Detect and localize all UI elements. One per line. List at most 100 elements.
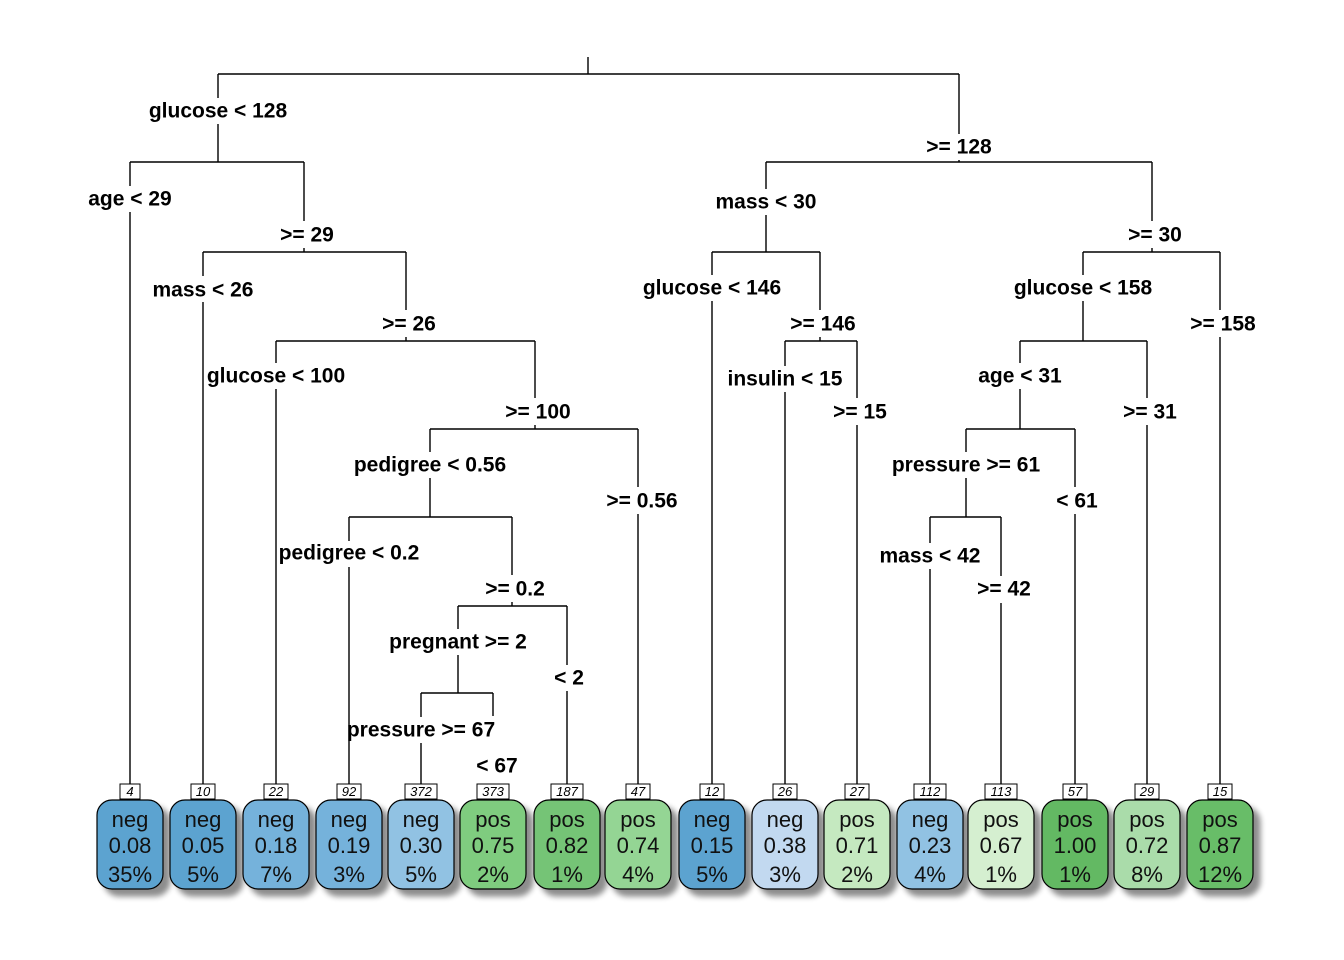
edge-age-31 [965,428,1076,786]
leaf-percentage: 1% [551,862,583,887]
node-number: 12 [705,784,720,799]
leaf-probability: 0.82 [546,833,589,858]
edge-ge-26 [275,337,536,786]
leaf-percentage: 3% [769,862,801,887]
node-number-box [336,783,362,800]
split-label-lt-67: < 67 [476,755,517,778]
leaf-box [242,799,310,890]
node-number-box [984,783,1018,800]
leaf-probability: 0.08 [109,833,152,858]
node-number: 15 [1213,784,1228,799]
split-label-pressure-67: pressure >= 67 [347,719,495,742]
leaf-probability: 0.05 [182,833,225,858]
edge-pedigree-056 [348,516,513,786]
node-number-box [772,783,798,800]
node-number-box [1134,783,1160,800]
edge-ge-02 [457,602,568,786]
edge-glucose-128 [129,74,305,786]
split-label-glucose-146: glucose < 146 [643,277,781,300]
leaf-probability: 0.67 [980,833,1023,858]
leaf-probability: 0.15 [691,833,734,858]
node-number-box [844,783,870,800]
leaf-probability: 0.30 [400,833,443,858]
leaf-percentage: 3% [333,862,365,887]
node-number: 57 [1068,784,1083,799]
leaf-percentage: 4% [914,862,946,887]
node-number: 373 [482,784,504,799]
leaf-percentage: 5% [405,862,437,887]
split-label-lt-2: < 2 [554,667,584,690]
leaf-class: pos [1057,807,1092,832]
node-number-box [550,783,584,800]
split-label-glucose-128: glucose < 128 [149,100,288,123]
leaf-box [967,799,1035,890]
node-number: 10 [196,784,211,799]
leaf-class: neg [185,807,222,832]
leaf-box [823,799,891,890]
leaf-box [315,799,383,890]
split-label-mass-26: mass < 26 [152,279,253,302]
split-label-ge-15: >= 15 [833,401,887,424]
leaf-box [169,799,237,890]
split-label-ge-100: >= 100 [505,401,570,424]
split-label-ge-42: >= 42 [977,578,1031,601]
leaf-class: neg [912,807,949,832]
node-number-box [190,783,216,800]
leaf-probability: 0.74 [617,833,660,858]
leaf-box [1186,799,1254,890]
leaf-class: neg [694,807,731,832]
split-label-pregnant-2: pregnant >= 2 [389,631,527,654]
leaf-box [896,799,964,890]
split-label-pedigree-02: pedigree < 0.2 [279,542,420,565]
leaf-percentage: 35% [108,862,152,887]
leaf-box [1113,799,1181,890]
edge-glucose-158 [1019,340,1148,786]
leaf-probability: 0.87 [1199,833,1242,858]
split-label-ge-056: >= 0.56 [606,490,677,513]
node-number: 112 [920,784,941,799]
leaf-class: neg [403,807,440,832]
leaf-class: pos [620,807,655,832]
node-number-box [699,783,725,800]
node-number-box [625,783,651,800]
leaf-class: pos [983,807,1018,832]
edge-pregnant-2 [420,692,494,786]
edge-ge-128 [765,74,1153,252]
split-label-age-29: age < 29 [88,188,171,211]
leaf-percentage: 5% [696,862,728,887]
split-label-lt-61: < 61 [1056,490,1098,513]
leaf-percentage: 8% [1131,862,1163,887]
leaf-probability: 1.00 [1054,833,1097,858]
node-number-box [119,783,141,800]
node-number-box [404,783,438,800]
leaf-class: pos [839,807,874,832]
edge-mass-30 [711,251,821,786]
node-number: 372 [410,784,432,799]
edge-ge-100 [429,425,639,786]
leaf-box [604,799,672,890]
node-number: 29 [1139,784,1154,799]
leaf-class: pos [475,807,510,832]
leaf-box [1041,799,1109,890]
edge-ge-146 [784,337,858,786]
leaf-box [533,799,601,890]
node-number-box [263,783,289,800]
node-number: 27 [849,784,865,799]
node-number: 113 [991,784,1012,799]
split-label-ge-158: >= 158 [1190,313,1256,336]
split-label-pressure-61: pressure >= 61 [892,454,1041,477]
leaf-box [459,799,527,890]
leaf-probability: 0.23 [909,833,952,858]
leaf-class: pos [1129,807,1164,832]
leaf-class: neg [112,807,149,832]
